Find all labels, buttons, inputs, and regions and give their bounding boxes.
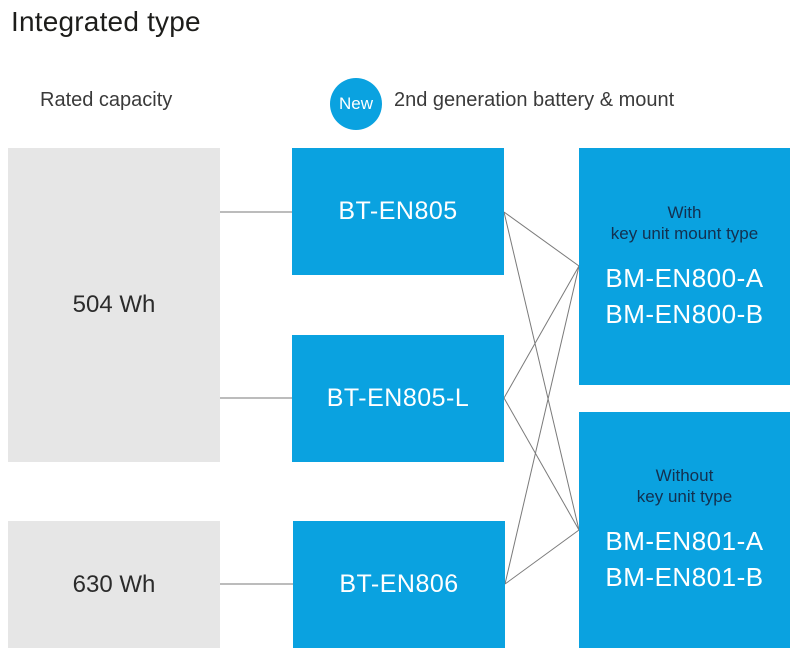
mount-models: BM-EN801-A BM-EN801-B — [605, 523, 763, 595]
page-title: Integrated type — [11, 6, 201, 37]
connector-line — [503, 211, 580, 267]
mount-model: BM-EN800-B — [605, 298, 764, 329]
mount-model: BM-EN801-B — [605, 562, 764, 592]
mount-model: BM-EN801-A — [605, 526, 764, 556]
mount-model: BM-EN800-A — [605, 262, 764, 293]
battery-label: BT-EN806 — [339, 570, 459, 598]
capacity-box-504wh: 504 Wh — [8, 148, 220, 462]
connector-line — [503, 397, 580, 531]
battery-label: BT-EN805-L — [326, 384, 470, 412]
battery-label: BT-EN805 — [338, 197, 458, 225]
mount-box-without-key-unit: Without key unit type BM-EN801-A BM-EN80… — [579, 412, 790, 648]
mount-heading: Without key unit type — [636, 466, 733, 506]
new-badge-label: New — [338, 94, 373, 113]
connector-line — [503, 211, 580, 531]
mount-models: BM-EN800-A BM-EN800-B — [605, 260, 763, 332]
mount-heading: With key unit mount type — [610, 202, 759, 243]
mount-box-with-key-unit: With key unit mount type BM-EN800-A BM-E… — [579, 148, 790, 385]
new-badge: New — [330, 78, 382, 130]
capacity-label: 504 Wh — [72, 291, 156, 318]
connector-line — [504, 265, 580, 585]
battery-box-bt-en806: BT-EN806 — [293, 521, 505, 648]
connector-line — [504, 529, 580, 585]
battery-box-bt-en805-l: BT-EN805-L — [292, 335, 504, 462]
generation-caption: 2nd generation battery & mount — [394, 89, 675, 111]
connector-line — [503, 265, 580, 399]
capacity-label: 630 Wh — [72, 570, 156, 598]
rated-capacity-label: Rated capacity — [40, 89, 173, 111]
capacity-box-630wh: 630 Wh — [8, 521, 220, 648]
battery-box-bt-en805: BT-EN805 — [292, 148, 504, 275]
